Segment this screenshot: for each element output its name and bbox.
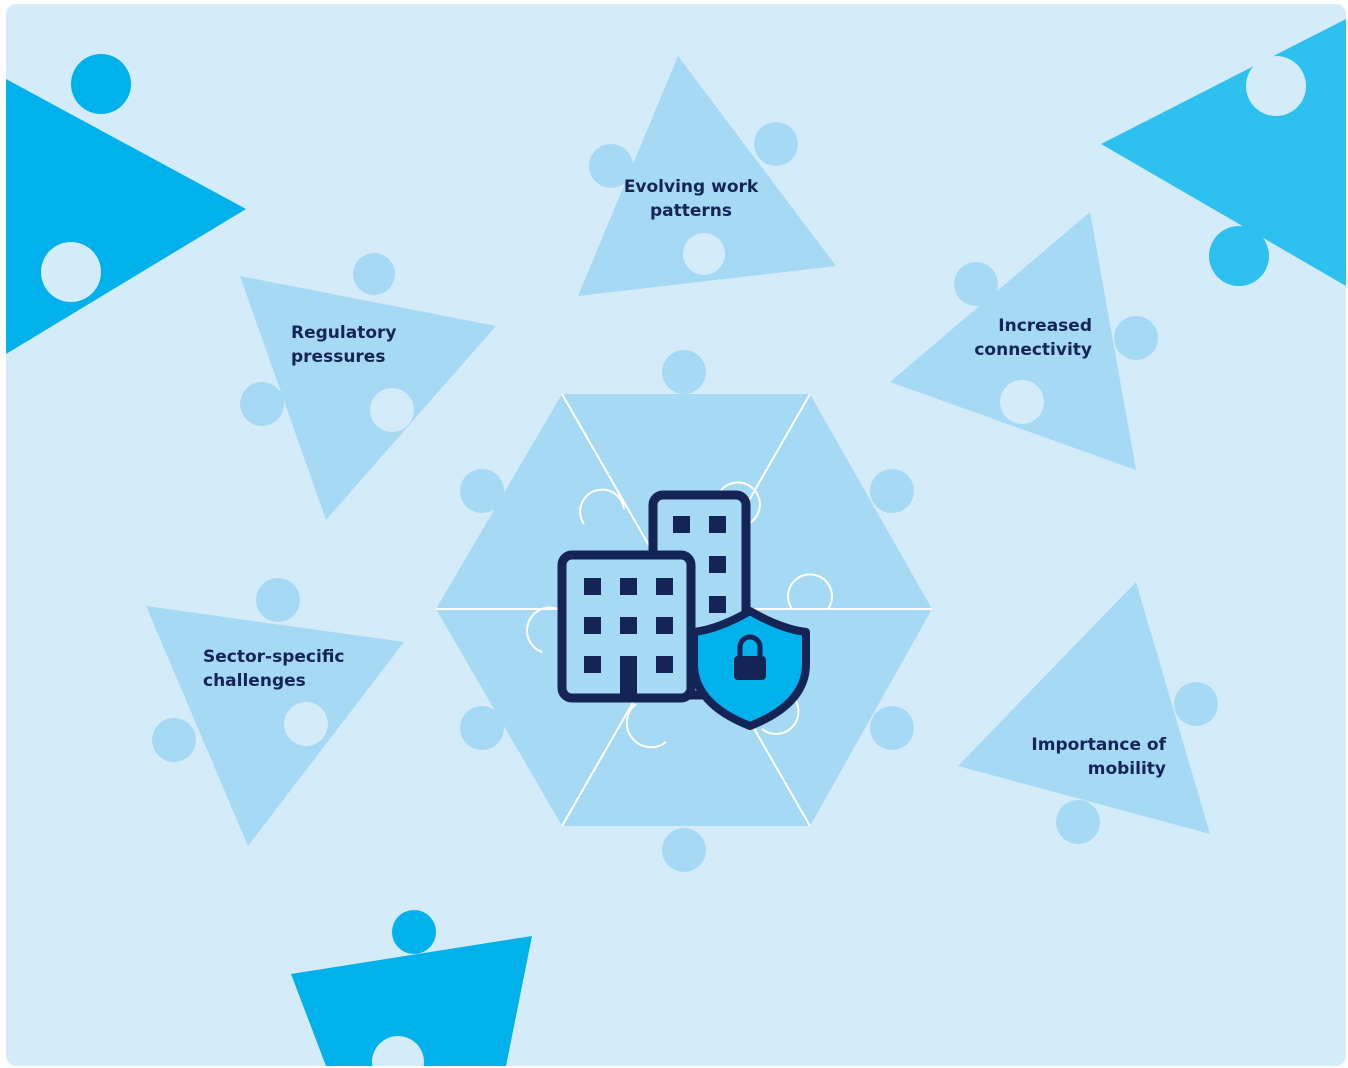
label-importance-of-mobility: Importance of mobility [1031, 735, 1166, 779]
diagram-canvas: Evolving work patterns Regulatory pressu… [6, 4, 1346, 1066]
corner-piece-top-right [1101, 19, 1346, 286]
label-increased-connectivity: Increased connectivity [974, 316, 1092, 360]
lock-icon [734, 634, 766, 680]
puzzle-piece-regulatory-pressures [240, 253, 496, 520]
label-sector-specific-challenges: Sector-specific challenges [203, 647, 345, 691]
corner-piece-top-left [6, 54, 246, 354]
puzzle-diagram [6, 4, 1346, 1066]
building-with-shield-lock-icon [557, 490, 810, 730]
label-evolving-work-patterns: Evolving work patterns [623, 177, 759, 221]
puzzle-piece-sector-specific-challenges [146, 578, 404, 846]
puzzle-piece-increased-connectivity [890, 212, 1158, 470]
label-regulatory-pressures: Regulatory pressures [291, 323, 397, 367]
puzzle-piece-importance-of-mobility [958, 582, 1218, 844]
corner-piece-bottom [291, 910, 532, 1066]
puzzle-piece-evolving-work-patterns [578, 56, 836, 296]
